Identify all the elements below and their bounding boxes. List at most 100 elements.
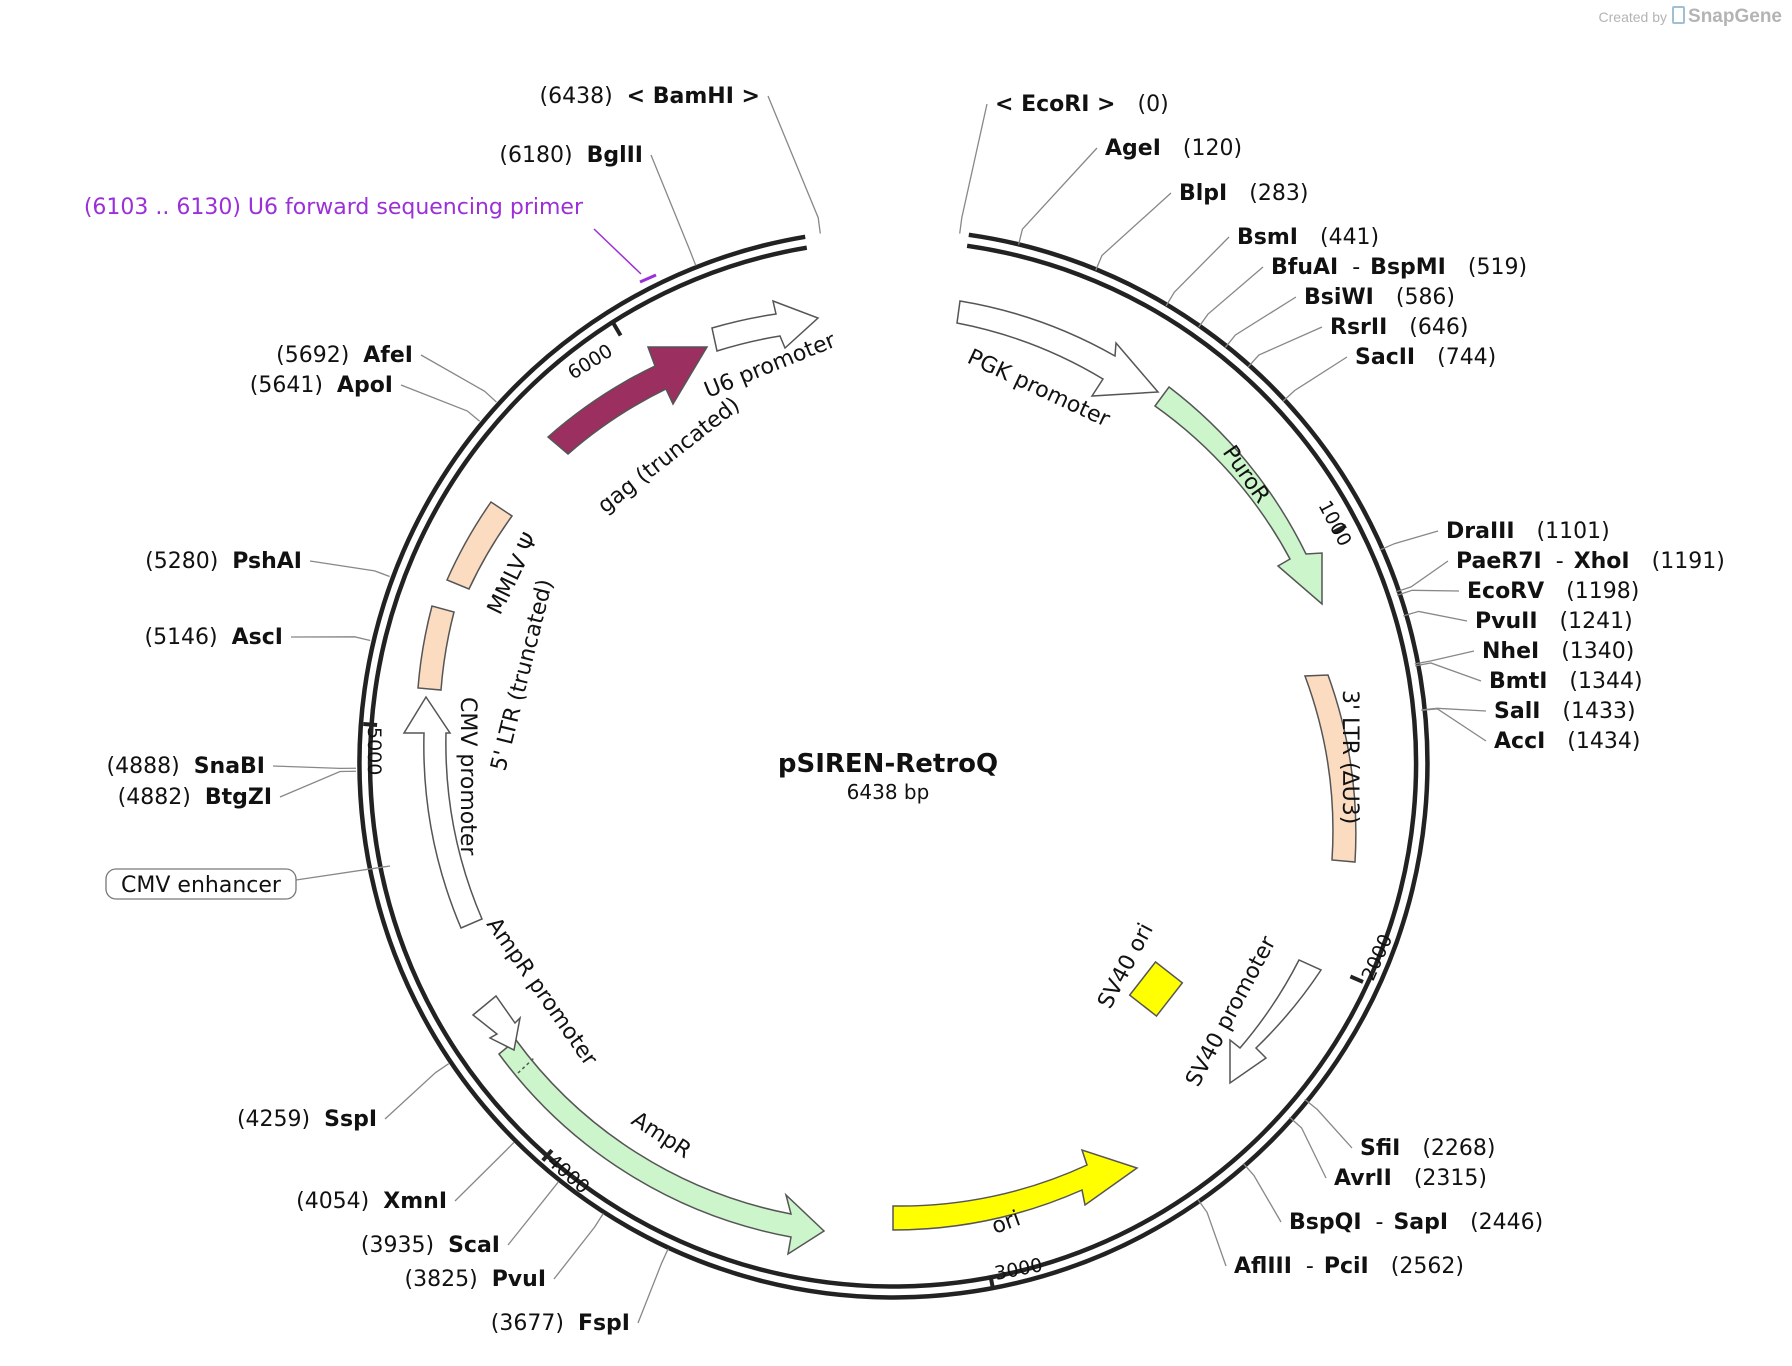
restriction-site-label[interactable]: (3677)FspI: [491, 1311, 630, 1336]
site-leader-line: [272, 765, 357, 770]
feature-puror[interactable]: [1153, 385, 1323, 606]
site-leader-line: [1396, 589, 1460, 596]
restriction-site-label[interactable]: (5692)AfeI: [276, 343, 413, 368]
primer-annotation[interactable]: (6103 .. 6130) U6 forward sequencing pri…: [84, 195, 657, 284]
restriction-site-label[interactable]: AvrII(2315): [1334, 1166, 1487, 1191]
tick-3000: [988, 1276, 996, 1291]
restriction-site-label[interactable]: (5146)AscI: [144, 625, 283, 650]
feature-ori[interactable]: [892, 1148, 1139, 1231]
site-leader-line: [637, 1248, 669, 1324]
site-leader-line: [650, 154, 697, 266]
site-leader-line: [420, 354, 497, 403]
site-leader-line: [1095, 192, 1172, 271]
restriction-site-label[interactable]: BsmI(441): [1237, 225, 1379, 250]
feature-cmv-promoter[interactable]: [402, 695, 483, 929]
site-leader-line: [553, 1213, 604, 1280]
feature-sv40-promoter[interactable]: [1229, 959, 1323, 1085]
feature-pgk-promoter[interactable]: [956, 300, 1160, 397]
site-leader-line: [767, 95, 821, 234]
feature-5-ltr[interactable]: [417, 605, 455, 691]
site-leader-line: [507, 1181, 560, 1246]
restriction-site-label[interactable]: RsrII(646): [1330, 315, 1468, 340]
restriction-site-label[interactable]: (3825)PvuI: [405, 1267, 546, 1292]
restriction-site-label[interactable]: SfiI(2268): [1360, 1136, 1496, 1161]
restriction-sites: < EcoRI >(0) AgeI(120) BlpI(283) BsmI(441) B…: [107, 84, 1725, 1336]
restriction-site-label[interactable]: DraIII(1101): [1446, 519, 1610, 544]
feature-3-ltr[interactable]: [1303, 674, 1357, 863]
ampr-dotted-divider: [517, 1057, 535, 1074]
site-leader-line: [1247, 326, 1323, 368]
site-leader-line: [1224, 296, 1297, 348]
site-leader-line: [1414, 650, 1475, 665]
restriction-site-label[interactable]: PvuII(1241): [1475, 609, 1633, 634]
restriction-site-label[interactable]: AgeI(120): [1105, 136, 1242, 161]
site-leader-line: [1414, 662, 1482, 682]
tick-label: 5000: [363, 727, 385, 775]
tick-6000: [611, 322, 623, 337]
feature-label: 3' LTR (ΔU3): [1337, 690, 1362, 824]
restriction-site-label[interactable]: NheI(1340): [1482, 639, 1634, 664]
site-leader-line: [309, 560, 390, 578]
site-leader-line: [400, 384, 481, 422]
restriction-site-label[interactable]: BfuAI-BspMI(519): [1271, 255, 1527, 280]
feature-label: CMV promoter: [455, 697, 480, 856]
site-leader-line: [959, 103, 988, 234]
tick-5000: [363, 722, 378, 727]
site-leader-line: [1282, 356, 1348, 402]
restriction-site-label[interactable]: (4054)XmnI: [296, 1189, 447, 1214]
restriction-site-label[interactable]: < EcoRI >(0): [995, 92, 1169, 117]
feature-ampr-promoter[interactable]: [471, 994, 522, 1052]
restriction-site-label[interactable]: SacII(744): [1355, 345, 1496, 370]
restriction-site-label[interactable]: (4888)SnaBI: [107, 754, 265, 779]
site-leader-line: [1304, 1098, 1353, 1149]
site-leader-line: [279, 770, 357, 798]
restriction-site-label[interactable]: BsiWI(586): [1304, 285, 1455, 310]
restriction-site-label[interactable]: (3935)ScaI: [361, 1233, 500, 1258]
site-leader-line: [1403, 610, 1468, 622]
tick-1000: [1332, 524, 1347, 534]
site-leader-line: [1197, 1198, 1227, 1267]
feature-mmlv-psi[interactable]: [446, 500, 514, 590]
restriction-site-label[interactable]: BspQI-SapI(2446): [1289, 1210, 1543, 1235]
tick-2000: [1349, 974, 1364, 984]
restriction-site-label[interactable]: (6438)< BamHI >: [540, 84, 760, 109]
site-leader-line: [384, 1063, 450, 1120]
restriction-site-label[interactable]: EcoRV(1198): [1467, 579, 1639, 604]
tick-label: 3000: [993, 1254, 1045, 1285]
cmv-enhancer-box: [105, 868, 297, 900]
plasmid-name: pSIREN-RetroQ: [778, 749, 998, 779]
feature-sv40-ori[interactable]: [1128, 960, 1184, 1018]
backbone: [357, 232, 1430, 1300]
primer-leader-line: [593, 228, 642, 275]
site-leader-line: [1379, 530, 1439, 551]
plasmid-length: 6438 bp: [847, 780, 930, 804]
restriction-site-label[interactable]: BlpI(283): [1179, 181, 1308, 206]
site-leader-line: [454, 1141, 515, 1202]
restriction-site-label[interactable]: (5641)ApoI: [250, 373, 393, 398]
feature-gag[interactable]: [546, 346, 709, 455]
restriction-site-label[interactable]: (6180)BglII: [499, 143, 643, 168]
site-leader-line: [1421, 708, 1487, 742]
restriction-site-label[interactable]: (4259)SspI: [237, 1107, 377, 1132]
restriction-site-label[interactable]: AccI(1434): [1494, 729, 1640, 754]
primer-label: (6103 .. 6130) U6 forward sequencing pri…: [84, 195, 584, 220]
restriction-site-label[interactable]: (4882)BtgZI: [118, 785, 272, 810]
restriction-site-label[interactable]: (5280)PshAI: [145, 549, 302, 574]
restriction-site-label[interactable]: SalI(1433): [1494, 699, 1636, 724]
backbone-inner-strand: [367, 243, 1419, 1289]
site-leader-line: [1017, 147, 1098, 245]
snapgene-logo-icon: [1672, 6, 1686, 24]
feature-ampr[interactable]: [497, 1038, 826, 1256]
restriction-site-label[interactable]: AflIII-PciI(2562): [1234, 1254, 1464, 1279]
restriction-site-label[interactable]: BmtI(1344): [1489, 669, 1643, 694]
tick-4000: [541, 1148, 554, 1162]
cmv-enhancer-label[interactable]: CMV enhancer: [105, 865, 391, 900]
site-leader-line: [1395, 560, 1449, 593]
feature-label: CMV enhancer: [121, 873, 282, 898]
tick-label: 6000: [564, 340, 617, 384]
leader-line: [295, 865, 391, 881]
created-by-text: Created by: [1598, 9, 1668, 25]
feature-u6-promoter[interactable]: [711, 299, 820, 352]
restriction-site-label[interactable]: PaeR7I-XhoI(1191): [1456, 549, 1725, 574]
